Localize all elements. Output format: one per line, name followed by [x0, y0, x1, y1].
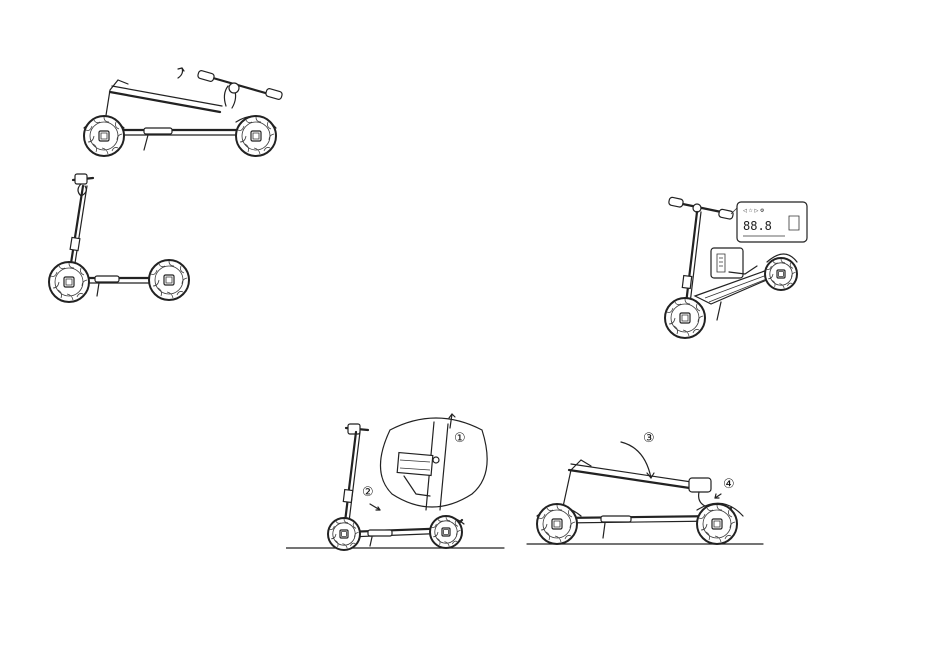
step-3-label: ③ — [643, 431, 655, 446]
charge-port-callout — [711, 248, 757, 278]
step-1-label: ① — [454, 431, 466, 446]
unfolded-scooter-illustration — [45, 168, 195, 303]
latch-detail-callout: ① — [380, 414, 487, 510]
fold-stem-illustration: ③ ④ — [525, 420, 770, 550]
svg-text:◁ ☆ ▷ ⚙: ◁ ☆ ▷ ⚙ — [743, 208, 765, 214]
step-4-label: ④ — [723, 477, 735, 492]
folded-scooter-illustration — [70, 60, 290, 160]
lcd-display-callout: ◁ ☆ ▷ ⚙ 88.8 — [737, 202, 807, 242]
unfold-latch-illustration: ② ① — [286, 410, 506, 552]
step-2-label: ② — [362, 485, 374, 500]
lcd-digits: 88.8 — [743, 219, 772, 233]
scooter-display-illustration: ◁ ☆ ▷ ⚙ 88.8 — [655, 192, 815, 342]
